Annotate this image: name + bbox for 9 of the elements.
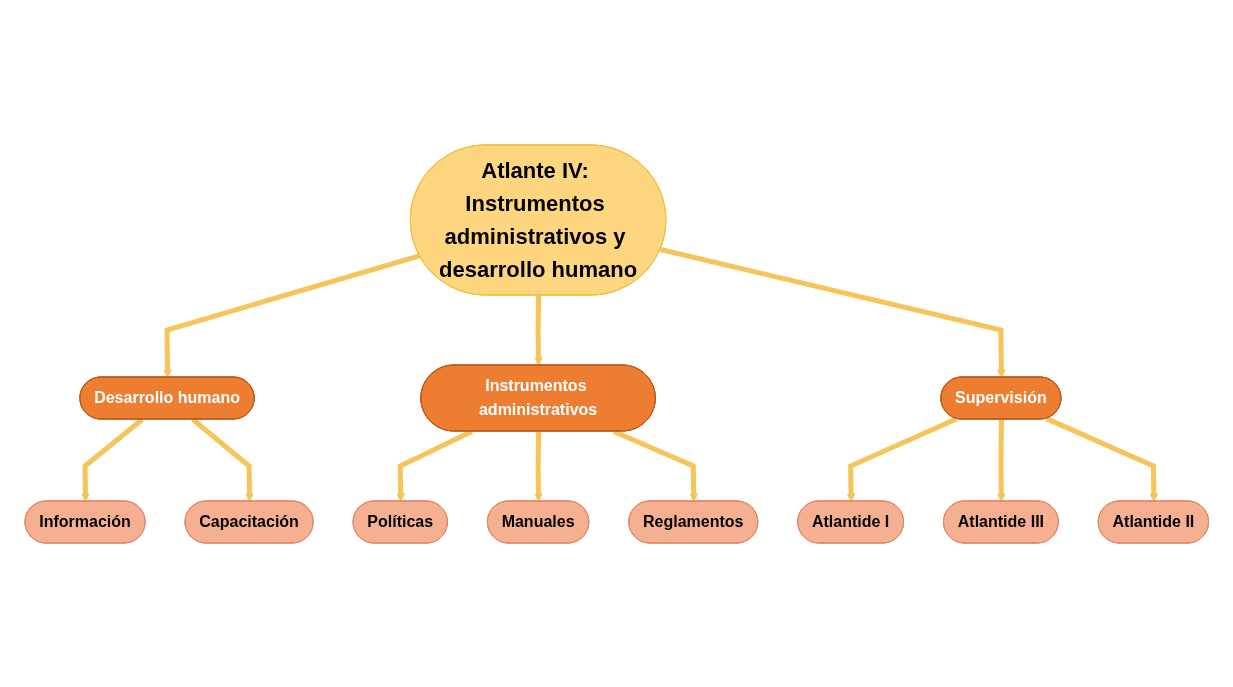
arrow xyxy=(659,246,1006,378)
arrow xyxy=(191,417,254,502)
arrow xyxy=(996,418,1006,502)
arrow xyxy=(162,252,421,378)
arrow xyxy=(846,415,958,502)
arrow xyxy=(533,294,543,366)
arrow xyxy=(533,430,543,502)
arrow xyxy=(80,417,144,502)
arrow xyxy=(1045,415,1158,502)
